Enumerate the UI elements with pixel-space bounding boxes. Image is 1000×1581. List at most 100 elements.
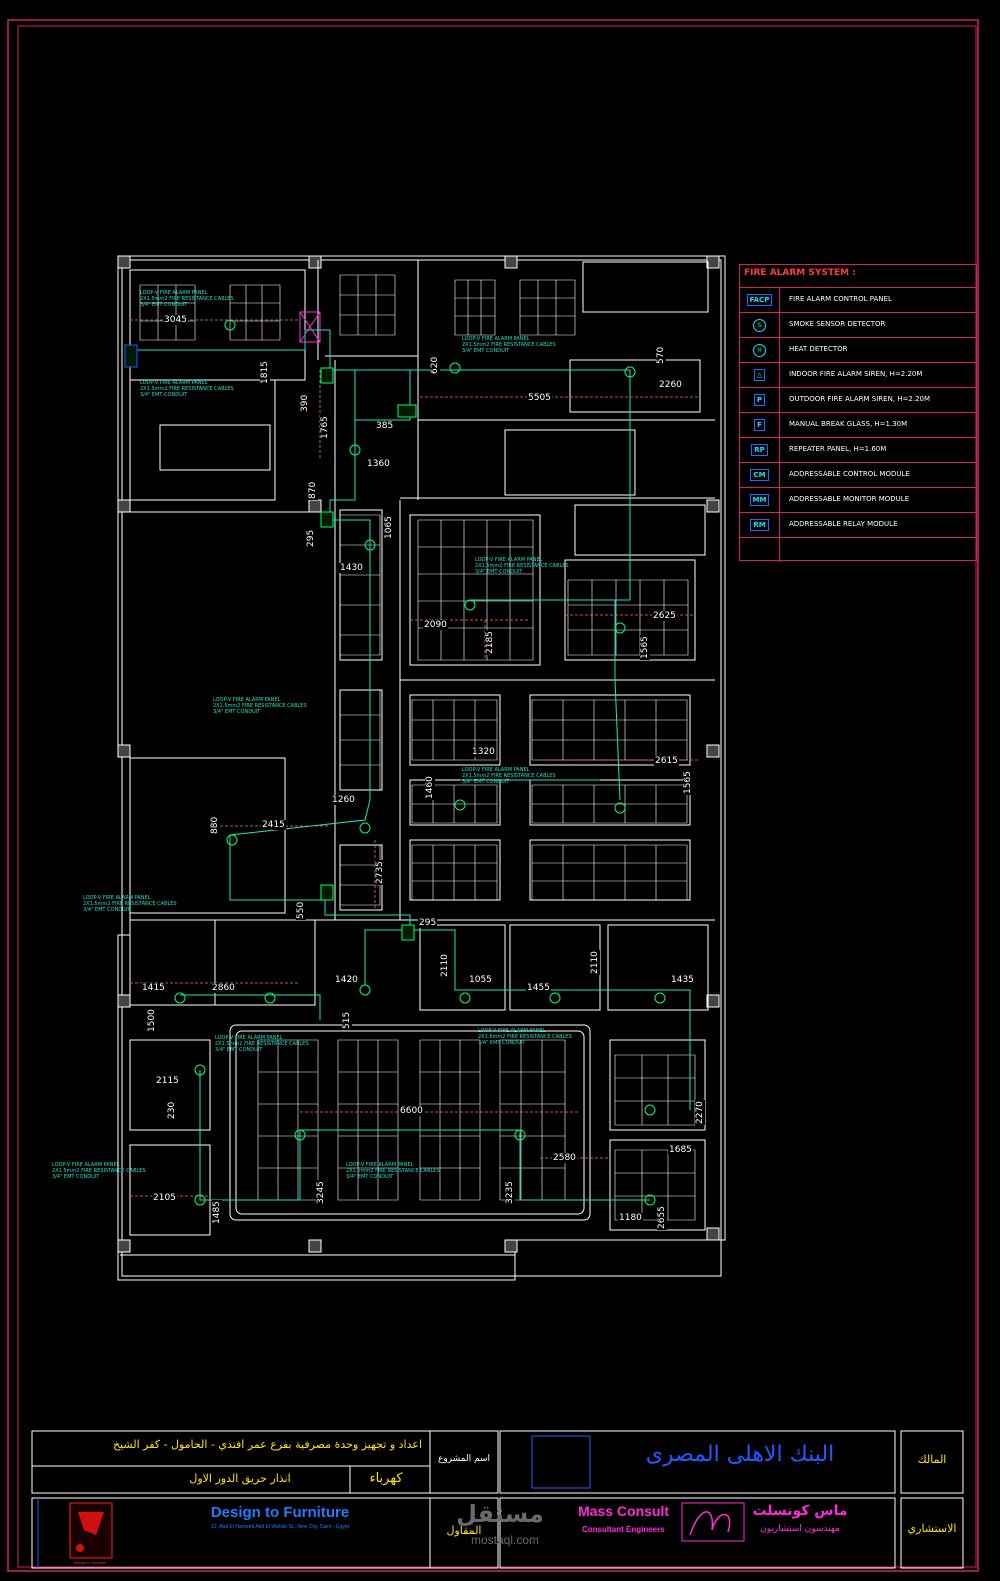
contractor-logo-mark — [69, 1502, 113, 1559]
legend-label: FIRE ALARM CONTROL PANEL — [789, 295, 892, 303]
watermark-en: mostaql.com — [470, 1533, 540, 1547]
dimension-label: 1415 — [141, 983, 166, 993]
dimension-label: 6600 — [399, 1106, 424, 1116]
dimension-label: 1565 — [683, 770, 693, 795]
dimension-label: 390 — [300, 393, 310, 413]
dimension-label: 870 — [308, 480, 318, 500]
legend-row-smoke: S SMOKE SENSOR DETECTOR — [740, 312, 976, 337]
floor-plan — [117, 255, 726, 1281]
dimension-label: 1500 — [147, 1008, 157, 1033]
relay-module-icon: RM — [750, 519, 769, 531]
dimension-label: 1065 — [384, 515, 394, 540]
legend-label: MANUAL BREAK GLASS, H=1.30M — [789, 420, 908, 428]
dimension-label: 1455 — [526, 983, 551, 993]
dimension-label: 2735 — [375, 860, 385, 885]
contractor-tagline: Design to furniture — [73, 1560, 107, 1565]
dimension-label: 1485 — [212, 1200, 222, 1225]
dimension-label: 230 — [167, 1100, 177, 1120]
owner-label: المالك — [917, 1453, 947, 1466]
legend-row-heat: H HEAT DETECTOR — [740, 337, 976, 362]
legend-row-monitor-module: MM ADDRESSABLE MONITOR MODULE — [740, 487, 976, 512]
project-label: اسم المشروع — [437, 1454, 491, 1464]
title-block-frame — [31, 1430, 964, 1569]
legend-row-relay-module: RM ADDRESSABLE RELAY MODULE — [740, 512, 976, 537]
consultant-company-en: Mass Consult — [578, 1503, 670, 1519]
consultant-sub-ar: مهندسون استشاريون — [760, 1524, 840, 1534]
facp-icon: FACP — [746, 294, 773, 306]
dimension-label: 2655 — [657, 1205, 667, 1230]
dimension-label: 2105 — [152, 1193, 177, 1203]
dimension-label: 1685 — [668, 1145, 693, 1155]
riser-box — [299, 311, 321, 343]
monitor-module-icon: MM — [749, 494, 770, 506]
dimension-label: 1420 — [334, 975, 359, 985]
dimension-label: 2415 — [261, 820, 286, 830]
consultant-sub-en: Consultant Engineers — [582, 1525, 665, 1534]
outdoor-siren-icon: P — [753, 394, 766, 406]
consultant-label: الاستشاري — [907, 1522, 957, 1535]
consultant-logo-mark — [689, 1511, 731, 1536]
fire-alarm-legend: FIRE ALARM SYSTEM : FACP FIRE ALARM CONT… — [739, 264, 977, 562]
addressable-modules — [124, 344, 417, 941]
consultant-company-ar: ماس كونسلت — [752, 1503, 848, 1519]
dimension-label: 2270 — [695, 1100, 705, 1125]
dimension-label: 1815 — [260, 360, 270, 385]
dimension-label: 2260 — [658, 380, 683, 390]
discipline: كهرباء — [369, 1471, 403, 1486]
dimension-label: 1180 — [618, 1213, 643, 1223]
dimension-label: 295 — [418, 918, 438, 928]
outer-frame — [7, 19, 979, 1572]
dimension-label: 2115 — [155, 1076, 180, 1086]
dimension-label: 2615 — [654, 756, 679, 766]
ceiling-tiles — [139, 274, 696, 1221]
legend-label: SMOKE SENSOR DETECTOR — [789, 320, 886, 328]
legend-row-repeater: RP REPEATER PANEL, H=1.60M — [740, 437, 976, 462]
dimension-label: 1435 — [670, 975, 695, 985]
legend-label: ADDRESSABLE CONTROL MODULE — [789, 470, 910, 478]
control-module-icon: CM — [750, 469, 769, 481]
legend-label: INDOOR FIRE ALARM SIREN, H=2.20M — [789, 370, 923, 378]
legend-row-control-module: CM ADDRESSABLE CONTROL MODULE — [740, 462, 976, 487]
legend-row-empty — [740, 537, 976, 562]
dimension-label: 385 — [375, 421, 395, 431]
smoke-detectors — [174, 319, 666, 1206]
dimension-label: 2110 — [590, 950, 600, 975]
dimension-label: 1430 — [339, 563, 364, 573]
dimension-label: 550 — [296, 900, 306, 920]
dimension-label: 2625 — [652, 611, 677, 621]
legend-row-indoor-siren: △ INDOOR FIRE ALARM SIREN, H=2.20M — [740, 362, 976, 387]
dimension-label: 2185 — [485, 630, 495, 655]
legend-label: ADDRESSABLE MONITOR MODULE — [789, 495, 910, 503]
dimension-label: 2090 — [423, 620, 448, 630]
dimension-label: 1360 — [366, 459, 391, 469]
break-glass-icon: F — [754, 419, 765, 431]
contractor-company: Design to Furniture — [210, 1504, 350, 1521]
dimension-label: 1260 — [331, 795, 356, 805]
contractor-address: 12, Abd El Hameed Abd El Wahab St., New … — [211, 1524, 349, 1530]
dimension-label: 2860 — [211, 983, 236, 993]
dimension-label: 2110 — [440, 953, 450, 978]
dimension-label: 515 — [342, 1010, 352, 1030]
legend-row-outdoor-siren: P OUTDOOR FIRE ALARM SIREN, H=2.20M — [740, 387, 976, 412]
legend-label: REPEATER PANEL, H=1.60M — [789, 445, 887, 453]
dimension-label: 2580 — [552, 1153, 577, 1163]
legend-row-facp: FACP FIRE ALARM CONTROL PANEL — [740, 287, 976, 312]
dimension-label: 5505 — [527, 393, 552, 403]
dimension-label: 1055 — [468, 975, 493, 985]
dimension-label: 1320 — [471, 747, 496, 757]
dimension-label: 295 — [306, 528, 316, 548]
inner-frame — [17, 25, 977, 1568]
smoke-detector-icon: S — [753, 318, 766, 332]
contractor-label: المقاول — [446, 1524, 482, 1537]
dimension-label: 1765 — [320, 415, 330, 440]
legend-label: HEAT DETECTOR — [789, 345, 848, 353]
heat-detector-icon: H — [753, 343, 766, 357]
